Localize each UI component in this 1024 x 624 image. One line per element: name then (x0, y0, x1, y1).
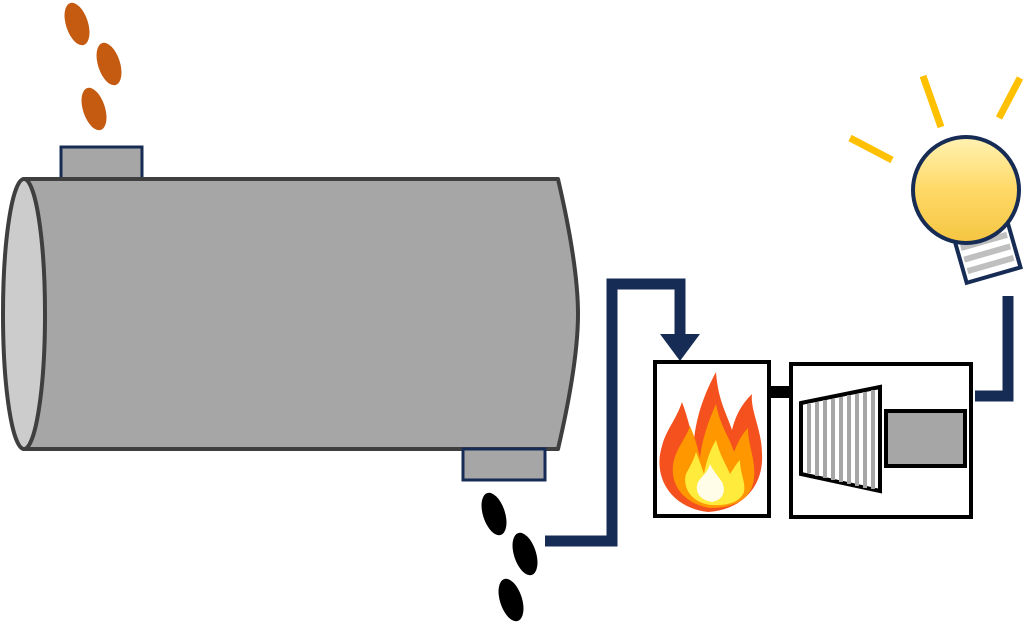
generator-icon (884, 409, 967, 468)
flame-icon (659, 372, 763, 512)
combustion-chamber (653, 360, 771, 518)
input-particles (64, 2, 122, 131)
drum-end-cap (1, 177, 47, 451)
shaft-connector (769, 386, 791, 398)
output-particle (481, 492, 507, 536)
input-particle (96, 42, 122, 86)
light-bulb-icon (848, 74, 1024, 286)
feed-inlet-port (59, 145, 144, 182)
power-line (975, 296, 1014, 402)
power-unit (789, 362, 973, 519)
residue-pipe (545, 278, 686, 547)
output-particle (512, 532, 538, 576)
residue-outlet-port (461, 447, 547, 482)
drum-body (22, 177, 580, 451)
reactor-drum (1, 177, 580, 451)
flow-arrow-head (660, 334, 700, 361)
glow-rays (848, 74, 1024, 164)
turbine-icon (799, 384, 882, 494)
output-particles (481, 492, 538, 622)
input-particle (81, 87, 107, 131)
output-particle (498, 578, 524, 622)
input-particle (64, 2, 90, 46)
bulb-glass (911, 135, 1021, 245)
